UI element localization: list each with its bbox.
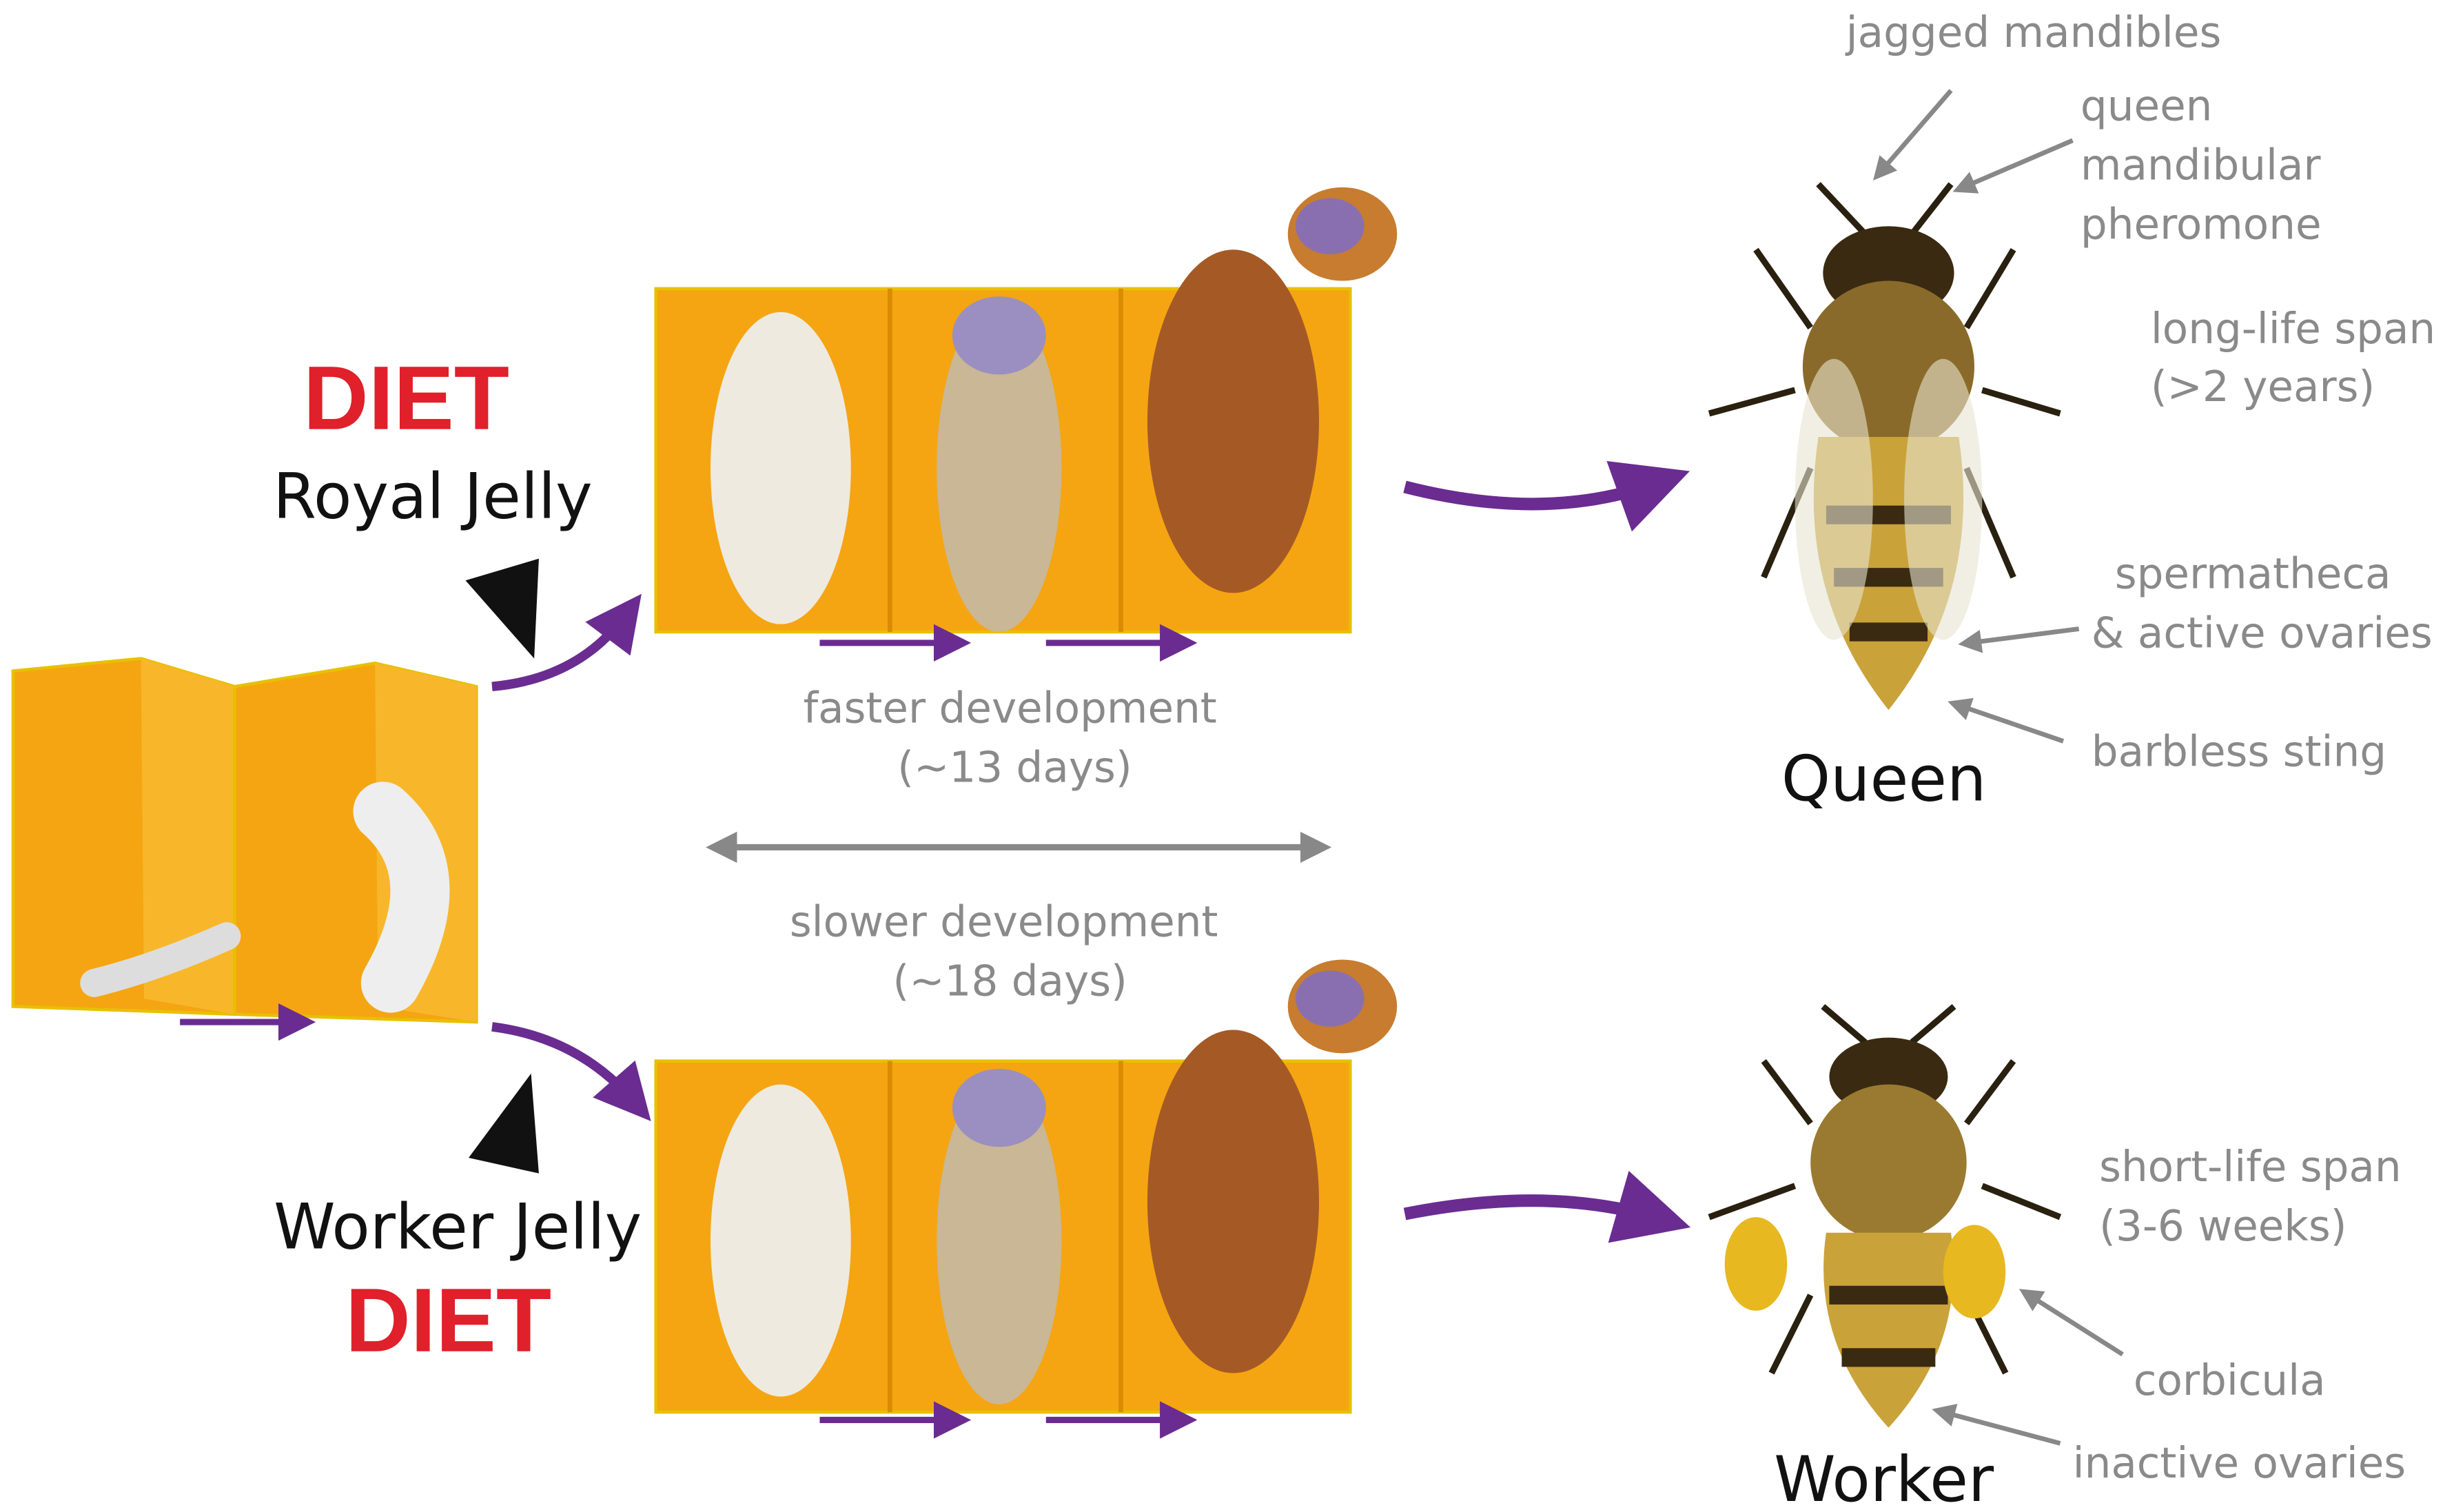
faster-development-label: faster development [804, 684, 1217, 733]
label-active-ovaries: & active ovaries [2092, 609, 2433, 658]
label-barbless-sting: barbless sting [2092, 728, 2386, 777]
label-inactive-ovaries: inactive ovaries [2073, 1439, 2406, 1488]
label-mandibular: mandibular [2081, 141, 2322, 190]
corbicula-left [1724, 1217, 1788, 1311]
worker-diet-title: DIET [345, 1269, 551, 1371]
slower-days-label: (~18 days) [892, 957, 1127, 1006]
worker-jelly-pointer [469, 1073, 539, 1174]
faster-days-label: (~13 days) [897, 743, 1132, 792]
worker-title: Worker [1774, 1444, 1994, 1512]
label-jagged-mandibles: jagged mandibles [1845, 8, 2222, 57]
emerging-queen [1147, 249, 1320, 593]
worker-jelly-label: Worker Jelly [274, 1191, 642, 1263]
label-pheromone: pheromone [2081, 200, 2322, 249]
young-larva [80, 922, 241, 997]
queen-title: Queen [1781, 744, 1986, 816]
royal-jelly-label: Royal Jelly [273, 461, 593, 533]
label-queen: queen [2081, 81, 2213, 130]
pigmented-pupa [937, 304, 1062, 632]
label-over-2-years: (>2 years) [2151, 362, 2375, 411]
royal-jelly-arrow [491, 593, 642, 692]
queen-bee-illustration [1708, 182, 2061, 579]
label-3-6-weeks: (3-6 weeks) [2099, 1202, 2347, 1251]
corbicula-right [1943, 1225, 2006, 1319]
royal-jelly-pointer [465, 558, 539, 659]
slower-development-label: slower development [790, 898, 1218, 947]
label-long-life-span: long-life span [2151, 305, 2435, 354]
queen-emergence-arrow [1403, 460, 1690, 532]
worker-emergence-arrow [1403, 1170, 1691, 1243]
worker-bee-illustration [1708, 1003, 2062, 1375]
white-pupa [710, 311, 851, 624]
worker-jelly-arrow [491, 1022, 651, 1121]
larva [353, 781, 450, 1013]
larva-cells [11, 657, 478, 1041]
label-corbicula: corbicula [2134, 1356, 2326, 1405]
label-short-life-span: short-life span [2099, 1143, 2402, 1192]
royal-diet-title: DIET [303, 347, 509, 449]
worker-pupa-cells [654, 959, 1398, 1439]
queen-pupa-cells [654, 187, 1398, 662]
label-spermatheca: spermatheca [2115, 550, 2391, 599]
